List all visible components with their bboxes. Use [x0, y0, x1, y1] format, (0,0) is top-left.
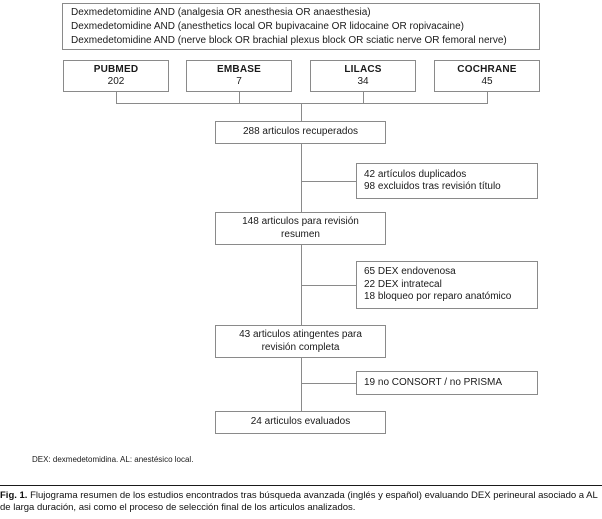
- exclusion-box-reporting-standards: 19 no CONSORT / no PRISMA: [356, 371, 538, 395]
- source-count: 202: [107, 76, 125, 87]
- exclusion-box-duplicates: 42 artículos duplicados 98 excluidos tra…: [356, 163, 538, 199]
- connector-branch-exclusion-3: [301, 383, 357, 384]
- stage-box-full-review: 43 articulos atingentes para revisión co…: [215, 325, 386, 358]
- exclusion-line-2: 22 DEX intratecal: [364, 278, 442, 290]
- query-line-3: Dexmedetomidine AND (nerve block OR brac…: [71, 34, 507, 46]
- caption-label: Fig. 1.: [0, 490, 28, 501]
- abbreviation-footnote: DEX: dexmedetomidina. AL: anestésico loc…: [32, 455, 194, 464]
- connector-lilacs-stem: [363, 92, 364, 103]
- source-name: PUBMED: [93, 64, 139, 75]
- caption-text: Flujograma resumen de los estudios encon…: [0, 490, 598, 513]
- stage-line-1: 148 articulos para revisión: [242, 216, 359, 227]
- exclusion-line-1: 65 DEX endovenosa: [364, 266, 456, 278]
- source-count: 34: [357, 76, 369, 87]
- connector-source-bus: [116, 103, 488, 104]
- connector-embase-stem: [239, 92, 240, 103]
- figure-caption: Fig. 1. Flujograma resumen de los estudi…: [0, 490, 602, 513]
- source-box-lilacs: LILACS 34: [310, 60, 416, 92]
- connector-stage1-to-stage2: [301, 144, 302, 212]
- connector-stage3-to-stage4: [301, 358, 302, 411]
- search-query-box: Dexmedetomidine AND (analgesia OR anesth…: [62, 3, 540, 50]
- source-count: 7: [236, 76, 242, 87]
- connector-branch-exclusion-1: [301, 181, 357, 182]
- stage-line-1: 24 articulos evaluados: [250, 416, 351, 428]
- exclusion-line-1: 19 no CONSORT / no PRISMA: [364, 376, 503, 388]
- exclusion-line-3: 18 bloqueo por reparo anatómico: [364, 291, 512, 303]
- source-count: 45: [481, 76, 493, 87]
- connector-bus-to-stage1: [301, 103, 302, 121]
- source-box-pubmed: PUBMED 202: [63, 60, 169, 92]
- source-name: COCHRANE: [457, 64, 517, 75]
- query-line-2: Dexmedetomidine AND (anesthetics local O…: [71, 20, 464, 32]
- stage-line-1: 43 articulos atingentes para: [239, 329, 362, 340]
- caption-divider: [0, 485, 602, 486]
- source-name: EMBASE: [217, 64, 261, 75]
- connector-cochrane-stem: [487, 92, 488, 103]
- stage-line-2: resumen: [281, 228, 320, 240]
- stage-box-retrieved: 288 articulos recuperados: [215, 121, 386, 144]
- exclusion-box-route: 65 DEX endovenosa 22 DEX intratecal 18 b…: [356, 261, 538, 309]
- source-box-cochrane: COCHRANE 45: [434, 60, 540, 92]
- source-box-embase: EMBASE 7: [186, 60, 292, 92]
- stage-box-abstract-review: 148 articulos para revisión resumen: [215, 212, 386, 245]
- source-name: LILACS: [344, 64, 382, 75]
- stage-box-evaluated: 24 articulos evaluados: [215, 411, 386, 434]
- connector-branch-exclusion-2: [301, 285, 357, 286]
- exclusion-line-1: 42 artículos duplicados: [364, 168, 467, 180]
- connector-pubmed-stem: [116, 92, 117, 103]
- exclusion-line-2: 98 excluidos tras revisión título: [364, 181, 501, 192]
- stage-line-1: 288 articulos recuperados: [242, 126, 359, 138]
- query-line-1: Dexmedetomidine AND (analgesia OR anesth…: [71, 6, 371, 18]
- stage-line-2: revisión completa: [261, 341, 340, 353]
